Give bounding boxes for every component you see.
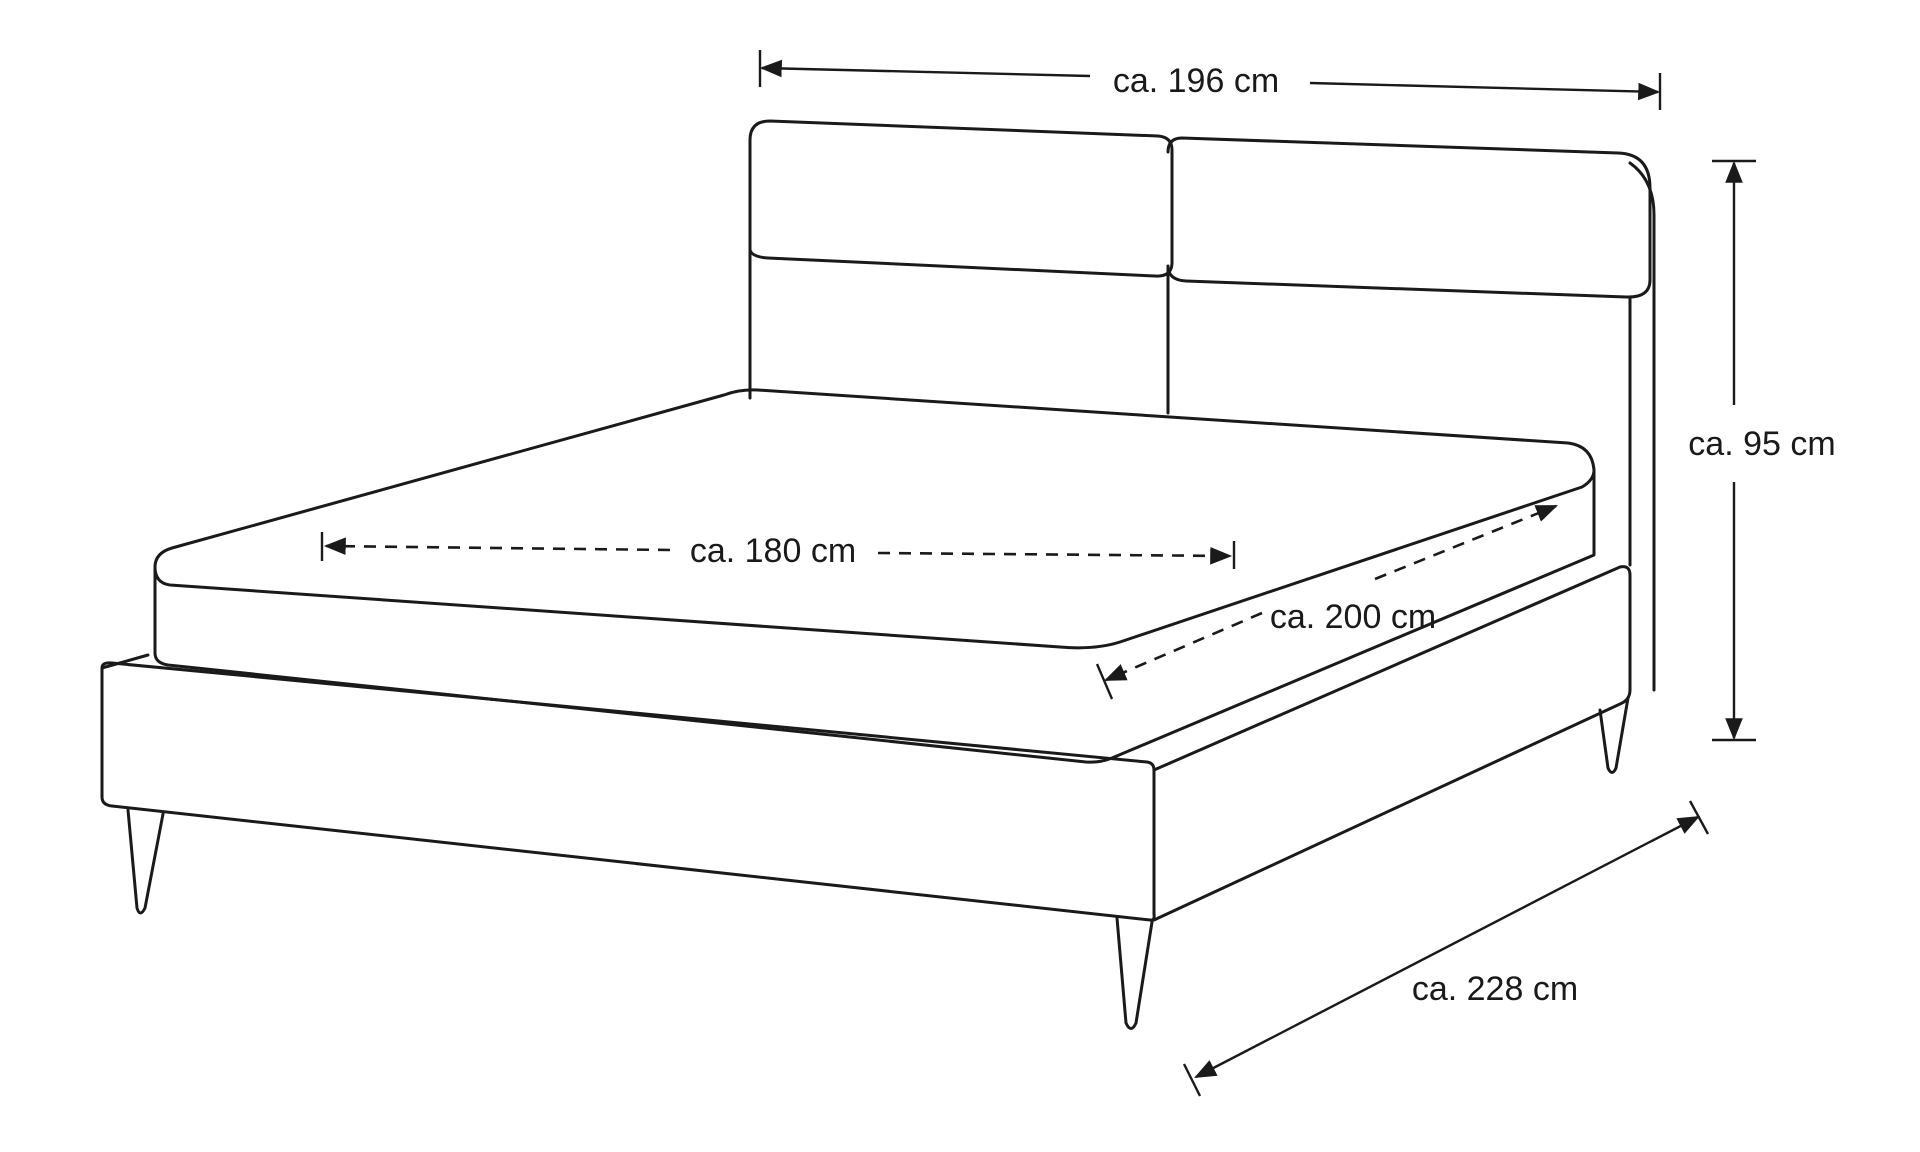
mattress-length-tick-front: [1095, 663, 1114, 700]
length-label: ca. 228 cm: [1412, 970, 1578, 1008]
mattress-top: [153, 388, 1596, 569]
frame-front: [100, 661, 1156, 922]
length-dimension: ca. 228 cm: [1182, 800, 1710, 1097]
headboard-right-cushion: [1166, 136, 1652, 415]
mattress-length-label: ca. 200 cm: [1270, 598, 1436, 636]
mattress: [153, 388, 1596, 764]
bed-frame: [100, 565, 1632, 922]
frame-side: [1152, 565, 1632, 922]
mattress-length-dimension: ca. 200 cm: [1095, 504, 1559, 700]
mattress-length-arrow-front: [1103, 611, 1263, 682]
headboard-side: [1628, 161, 1656, 692]
mattress-front: [153, 468, 1596, 764]
headboard: [748, 119, 1656, 692]
leg-front-right: [1115, 916, 1154, 1030]
length-arrow: [1194, 815, 1700, 1079]
length-tick-back: [1688, 800, 1710, 835]
headboard-left-cushion: [748, 119, 1174, 400]
mattress-width-dimension: ca. 180 cm: [320, 532, 1236, 570]
length-tick-front: [1182, 1063, 1202, 1097]
mattress-width-arrow-right: [877, 547, 1233, 565]
bed-legs: [126, 696, 1630, 1030]
mattress-length-arrow-back: [1374, 504, 1559, 581]
width-label: ca. 196 cm: [1113, 62, 1279, 100]
height-dimension: ca. 95 cm: [1688, 159, 1836, 742]
width-arrow-right: [1309, 81, 1661, 101]
width-dimension: ca. 196 cm: [758, 50, 1662, 110]
width-arrow-left: [759, 59, 1091, 78]
leg-back-right: [1598, 696, 1630, 774]
leg-front-left: [126, 808, 165, 915]
mattress-width-label: ca. 180 cm: [690, 532, 856, 570]
mattress-width-arrow-left: [323, 537, 671, 556]
frame-top-back: [100, 653, 150, 670]
height-label: ca. 95 cm: [1688, 425, 1835, 463]
